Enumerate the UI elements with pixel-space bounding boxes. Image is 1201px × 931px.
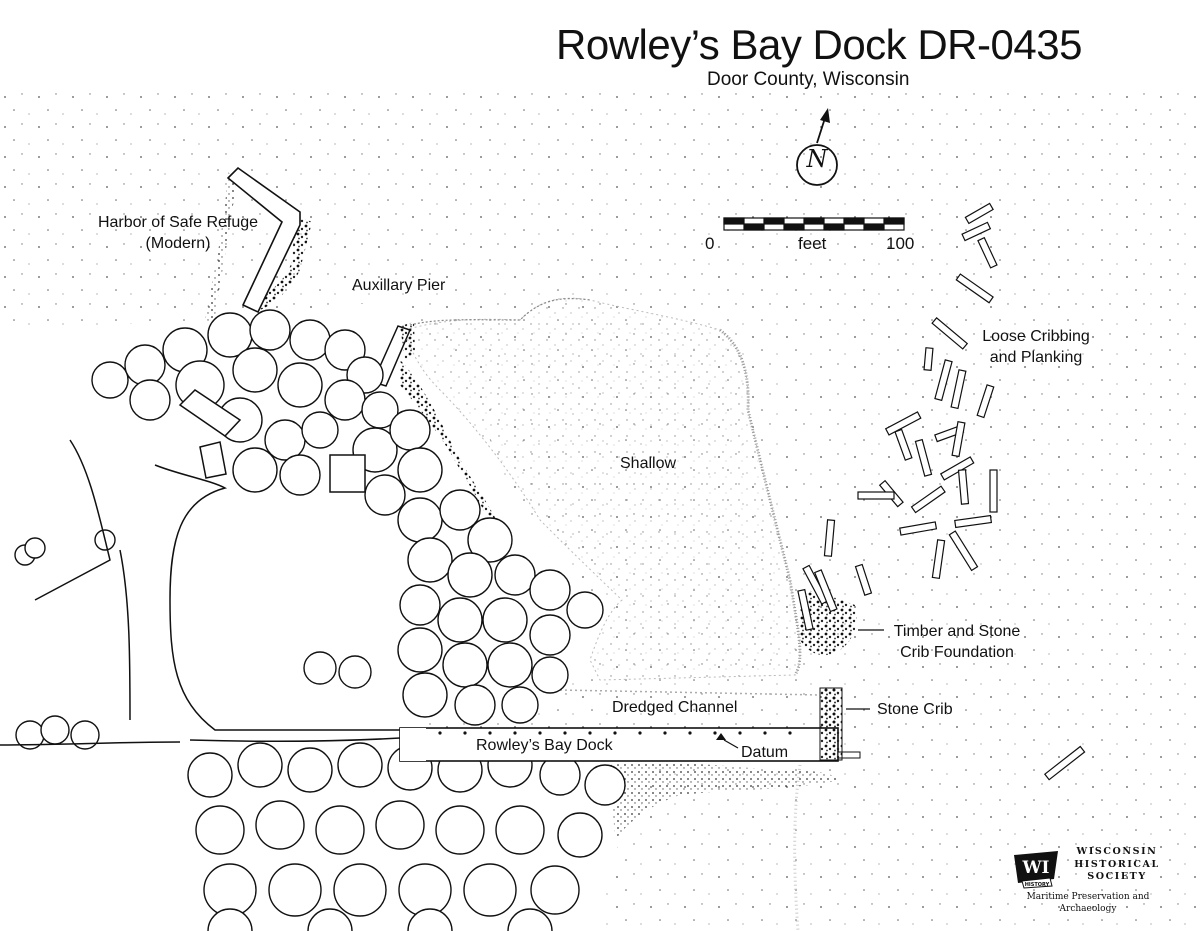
logo-mark-sub: HISTORY [1025,882,1050,888]
whs-logo-icon: WI HISTORY [1014,851,1058,889]
rocky-shore [400,360,505,541]
dock-label: Rowley’s Bay Dock [476,737,613,754]
land-area [0,300,620,931]
timber-crib-label: Timber and Stone Crib Foundation [882,621,1032,663]
shallow-area [404,297,801,681]
loose-cribbing [857,202,1086,781]
datum-leader [723,739,739,749]
scale-start-label: 0 [705,234,715,253]
tree-canopy-central [303,489,604,726]
tree-canopy-south [187,742,626,931]
dock-pilings [438,731,792,735]
harbor-label: Harbor of Safe Refuge (Modern) [88,212,268,254]
harbor-rocks-outer [205,172,236,322]
shallow-label: Shallow [620,455,677,472]
map-subtitle: Door County, Wisconsin [707,69,910,90]
logo-mark-text: WI [1021,858,1049,878]
stone-crib-top [820,688,838,728]
roads [0,439,420,746]
logo-line3: SOCIETY [1087,871,1147,882]
scale-bar [723,217,905,231]
loose-label-line1: Loose Cribbing [982,328,1090,345]
aux-pier-rocks [400,322,415,360]
harbor-breakwater [226,166,301,314]
buildings [178,389,366,493]
aux-pier-label: Auxillary Pier [352,277,446,294]
stone-crib-label: Stone Crib [877,701,953,718]
map-title: Rowley’s Bay Dock DR-0435 [556,21,1082,68]
loose-cribbing-label: Loose Cribbing and Planking [968,326,1104,368]
rocky-shore-lower [610,762,840,840]
datum-marker [716,733,726,740]
aux-pier-shore [409,298,591,326]
scale-end-label: 100 [886,234,915,253]
dredged-channel-label: Dredged Channel [612,699,738,716]
dock-fill-shore [400,728,426,761]
harbor-label-line2: (Modern) [145,235,211,252]
timber-label-line2: Crib Foundation [900,644,1014,661]
timber-label-line1: Timber and Stone [893,623,1021,640]
harbor-rocks [250,215,312,312]
north-letter: N [806,145,828,173]
loose-label-line2: and Planking [989,349,1083,366]
north-arrow [796,108,838,186]
timber-crib-foundation [797,519,873,656]
logo-org-name: WISCONSIN HISTORICAL SOCIETY [1068,846,1166,884]
tree-small [14,529,116,750]
harbor-label-line1: Harbor of Safe Refuge [97,214,259,231]
scale-unit-label: feet [798,234,827,253]
datum-label: Datum [741,744,789,761]
logo-line1: WISCONSIN [1076,846,1158,857]
logo-tagline: Maritime Preservation and Archaeology [1026,892,1150,914]
dredged-channel-edge [559,689,821,696]
logo-line2: HISTORICAL [1074,858,1160,870]
